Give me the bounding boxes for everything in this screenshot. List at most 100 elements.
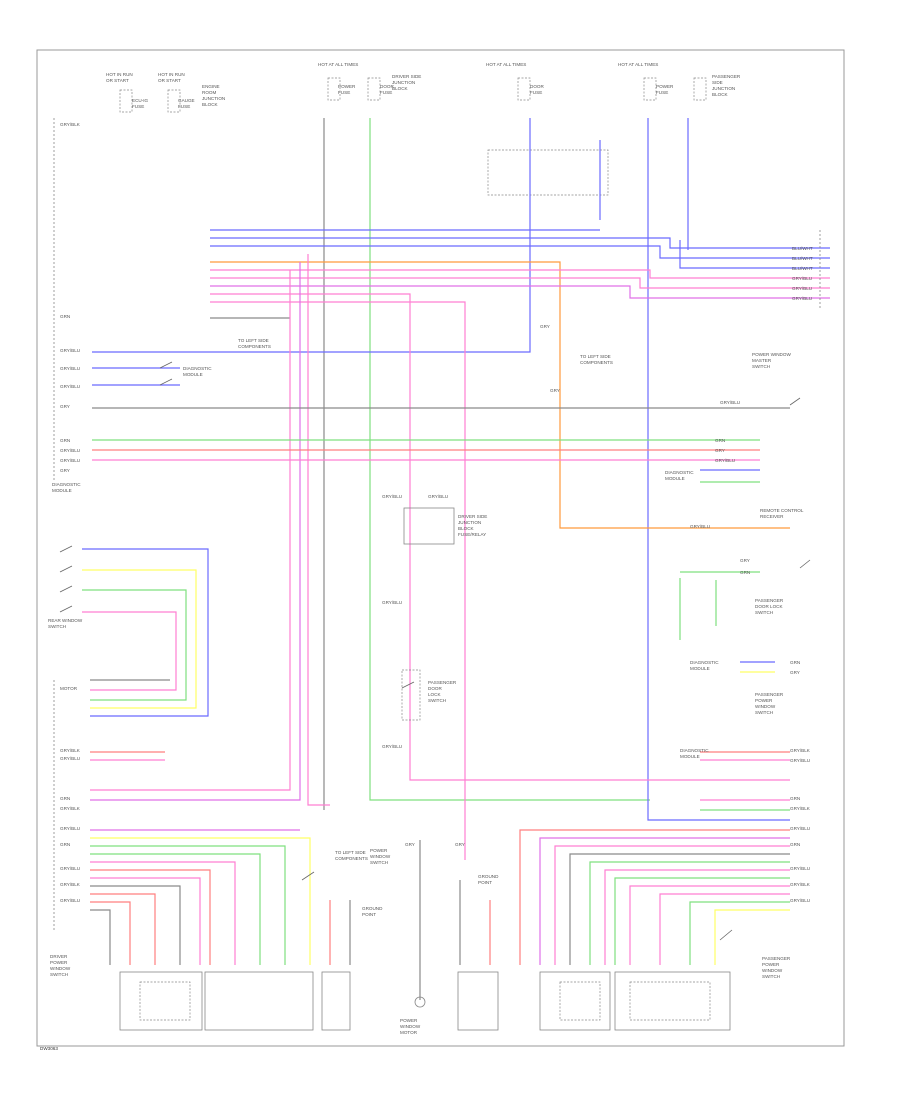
svg-text:WINDOW: WINDOW xyxy=(400,1024,421,1029)
svg-text:SWITCH: SWITCH xyxy=(762,974,780,979)
svg-text:MODULE: MODULE xyxy=(52,488,72,493)
svg-text:GRY/BLU: GRY/BLU xyxy=(60,866,80,871)
svg-text:COMPONENTS: COMPONENTS xyxy=(335,856,368,861)
svg-text:POWER: POWER xyxy=(50,960,68,965)
svg-text:FUSE: FUSE xyxy=(656,90,668,95)
svg-text:MODULE: MODULE xyxy=(680,754,700,759)
svg-text:GRY/BLU: GRY/BLU xyxy=(60,448,80,453)
svg-text:MODULE: MODULE xyxy=(183,372,203,377)
svg-text:ENGINE: ENGINE xyxy=(202,84,220,89)
svg-text:GRY/BLU: GRY/BLU xyxy=(690,524,710,529)
svg-text:BLU/WHT: BLU/WHT xyxy=(792,266,813,271)
svg-text:DRIVER SIDE: DRIVER SIDE xyxy=(392,74,421,79)
svg-text:DIAGNOSTIC: DIAGNOSTIC xyxy=(183,366,212,371)
svg-text:GRY: GRY xyxy=(60,404,70,409)
svg-text:TO LEFT SIDE: TO LEFT SIDE xyxy=(238,338,269,343)
svg-text:DOOR: DOOR xyxy=(380,84,394,89)
svg-text:POWER: POWER xyxy=(370,848,388,853)
svg-text:DIAGNOSTIC: DIAGNOSTIC xyxy=(665,470,694,475)
svg-text:GRY/BLU: GRY/BLU xyxy=(382,494,402,499)
svg-text:BLOCK: BLOCK xyxy=(392,86,409,91)
svg-text:MODULE: MODULE xyxy=(665,476,685,481)
svg-text:DOOR: DOOR xyxy=(530,84,544,89)
svg-text:GRY: GRY xyxy=(455,842,465,847)
svg-text:WINDOW: WINDOW xyxy=(50,966,71,971)
svg-text:JUNCTION: JUNCTION xyxy=(458,520,481,525)
svg-text:RECEIVER: RECEIVER xyxy=(760,514,784,519)
wire-harness xyxy=(82,118,830,1000)
svg-text:PASSENGER: PASSENGER xyxy=(762,956,791,961)
svg-text:GRY/BLK: GRY/BLK xyxy=(60,122,81,127)
svg-text:BLOCK: BLOCK xyxy=(202,102,219,107)
svg-text:JUNCTION: JUNCTION xyxy=(202,96,225,101)
left-connector-labels: GRY/BLK GRN GRY/BLU GRY/BLU GRY/BLU GRY … xyxy=(48,122,83,977)
svg-text:POWER: POWER xyxy=(338,84,356,89)
svg-text:GRY/BLU: GRY/BLU xyxy=(60,366,80,371)
svg-text:GRY: GRY xyxy=(550,388,560,393)
bottom-switch-blocks xyxy=(119,971,731,1031)
svg-text:GRY/BLU: GRY/BLU xyxy=(60,384,80,389)
footer-code: DW3063 xyxy=(40,1046,58,1051)
svg-text:GRY/BLU: GRY/BLU xyxy=(792,296,812,301)
svg-text:JUNCTION: JUNCTION xyxy=(712,86,735,91)
svg-text:SWITCH: SWITCH xyxy=(752,364,770,369)
svg-text:TO LEFT SIDE: TO LEFT SIDE xyxy=(580,354,611,359)
svg-text:MOTOR: MOTOR xyxy=(60,686,78,691)
svg-text:GRN: GRN xyxy=(740,570,750,575)
svg-text:HOT IN RUN: HOT IN RUN xyxy=(158,72,185,77)
svg-text:ROOM: ROOM xyxy=(202,90,216,95)
svg-text:HOT AT ALL TIMES: HOT AT ALL TIMES xyxy=(618,62,658,67)
svg-text:GRY: GRY xyxy=(790,670,800,675)
svg-text:GROUND: GROUND xyxy=(478,874,499,879)
svg-text:GRY/BLU: GRY/BLU xyxy=(60,348,80,353)
svg-text:WINDOW: WINDOW xyxy=(755,704,776,709)
svg-text:MOTOR: MOTOR xyxy=(400,1030,418,1035)
svg-text:GRY/BLU: GRY/BLU xyxy=(382,744,402,749)
svg-text:POWER: POWER xyxy=(656,84,674,89)
svg-text:LOCK: LOCK xyxy=(428,692,441,697)
svg-text:GRY: GRY xyxy=(740,558,750,563)
svg-text:FUSE: FUSE xyxy=(178,104,190,109)
svg-text:GAUGE: GAUGE xyxy=(178,98,195,103)
svg-text:GRY/BLK: GRY/BLK xyxy=(790,806,811,811)
svg-text:DOOR: DOOR xyxy=(428,686,442,691)
svg-text:GRN: GRN xyxy=(60,842,70,847)
fuse-boxes-top xyxy=(119,77,707,196)
svg-text:JUNCTION: JUNCTION xyxy=(392,80,415,85)
switch-symbols xyxy=(59,361,811,941)
svg-text:REMOTE CONTROL: REMOTE CONTROL xyxy=(760,508,804,513)
svg-text:BLOCK: BLOCK xyxy=(458,526,475,531)
svg-text:GRY/BLU: GRY/BLU xyxy=(790,898,810,903)
svg-text:COMPONENTS: COMPONENTS xyxy=(238,344,271,349)
svg-text:GRY/BLU: GRY/BLU xyxy=(792,276,812,281)
diagram-frame xyxy=(36,49,845,1047)
svg-text:TO LEFT SIDE: TO LEFT SIDE xyxy=(335,850,366,855)
svg-text:POINT: POINT xyxy=(478,880,492,885)
svg-text:GRY: GRY xyxy=(60,468,70,473)
svg-text:FUSE: FUSE xyxy=(132,104,144,109)
svg-text:SWITCH: SWITCH xyxy=(370,860,388,865)
svg-text:GRY: GRY xyxy=(405,842,415,847)
svg-text:DIAGNOSTIC: DIAGNOSTIC xyxy=(690,660,719,665)
svg-text:FUSE: FUSE xyxy=(380,90,392,95)
svg-text:COMPONENTS: COMPONENTS xyxy=(580,360,613,365)
svg-text:WINDOW: WINDOW xyxy=(762,968,783,973)
svg-text:HOT AT ALL TIMES: HOT AT ALL TIMES xyxy=(318,62,358,67)
svg-text:WINDOW: WINDOW xyxy=(370,854,391,859)
right-connector-labels: BLU/WHT BLU/WHT BLU/WHT GRY/BLU GRY/BLU … xyxy=(665,246,813,979)
svg-text:GRY/BLU: GRY/BLU xyxy=(428,494,448,499)
svg-text:POWER: POWER xyxy=(400,1018,418,1023)
svg-text:GRY/BLU: GRY/BLU xyxy=(790,758,810,763)
svg-text:GRN: GRN xyxy=(790,796,800,801)
svg-text:PASSENGER: PASSENGER xyxy=(755,598,784,603)
svg-text:FUSE: FUSE xyxy=(530,90,542,95)
svg-text:HOT IN RUN: HOT IN RUN xyxy=(106,72,133,77)
svg-text:GRN: GRN xyxy=(790,842,800,847)
svg-text:SWITCH: SWITCH xyxy=(428,698,446,703)
svg-text:MODULE: MODULE xyxy=(690,666,710,671)
svg-text:GRY/BLU: GRY/BLU xyxy=(715,458,735,463)
svg-text:PASSENGER: PASSENGER xyxy=(712,74,741,79)
svg-text:DIAGNOSTIC: DIAGNOSTIC xyxy=(680,748,709,753)
